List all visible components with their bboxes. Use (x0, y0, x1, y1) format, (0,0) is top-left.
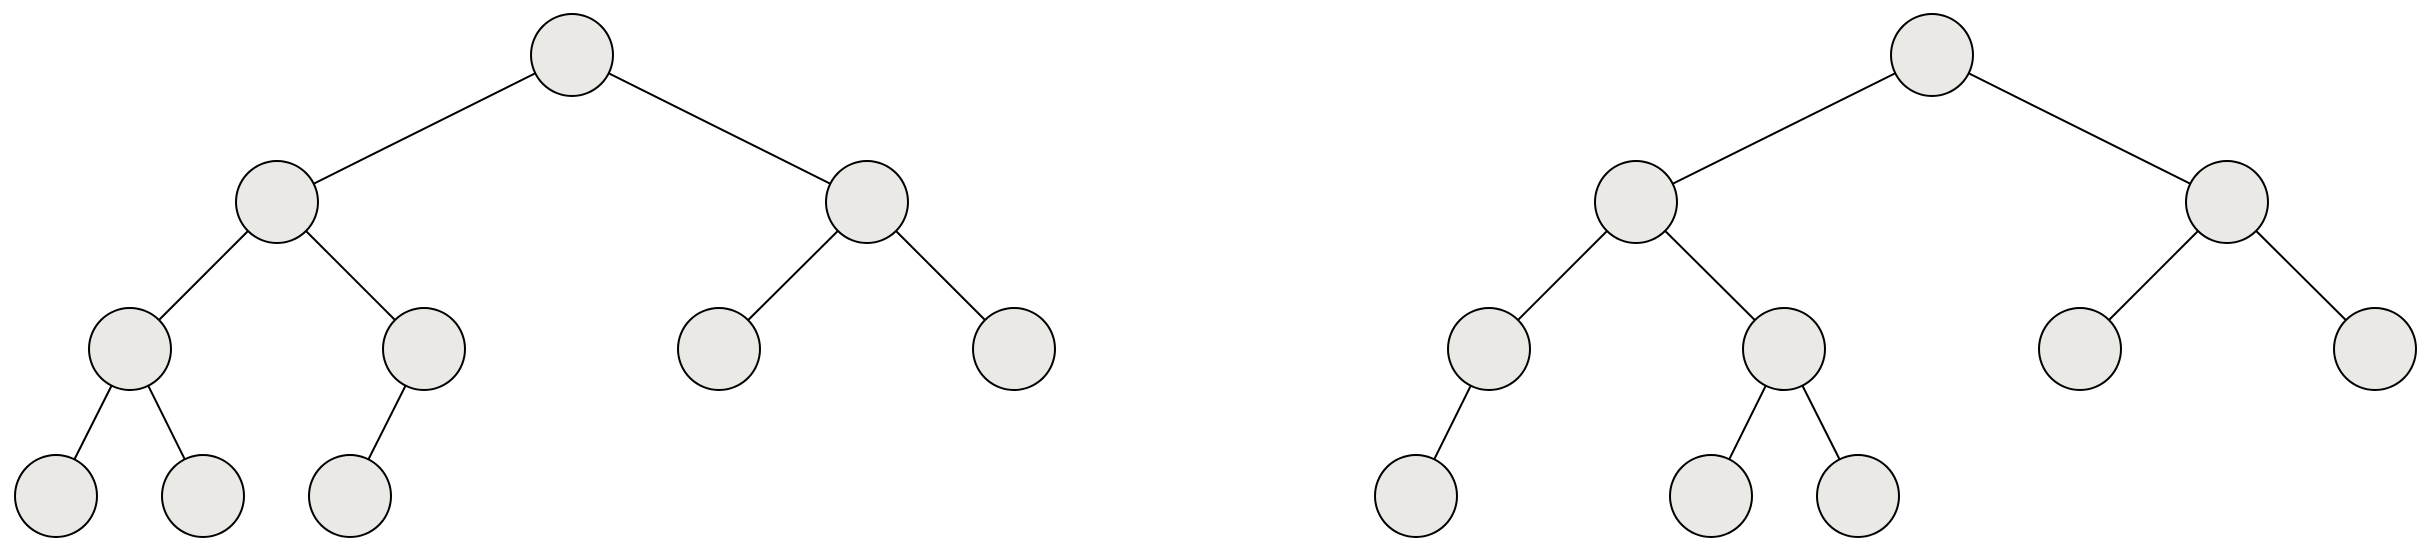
edges-layer (73, 72, 2347, 460)
right-tree-edge-c-g (2255, 230, 2347, 321)
right-tree-node-f (2038, 307, 2122, 391)
right-tree-node-d (1447, 307, 1531, 391)
left-tree-edge-c-g (895, 230, 986, 321)
right-tree-edge-b-e (1664, 230, 1756, 321)
right-tree-node-g (2333, 307, 2417, 391)
left-tree-edge-b-e (305, 230, 396, 321)
right-tree-edge-c-f (2108, 230, 2199, 321)
right-tree-edge-e-i (1728, 385, 1767, 460)
right-tree-node-i (1669, 454, 1753, 538)
left-tree-node-j (308, 454, 392, 538)
right-tree-edge-d-h (1433, 385, 1472, 460)
left-tree-edge-a-c (608, 72, 831, 185)
right-tree-node-b (1594, 160, 1678, 244)
left-tree-node-f (677, 307, 761, 391)
left-tree-node-c (825, 160, 909, 244)
right-tree-node-a (1890, 13, 1974, 97)
left-tree-edge-a-b (313, 72, 536, 185)
left-tree-node-i (161, 454, 245, 538)
left-tree-node-g (972, 307, 1056, 391)
left-tree-node-b (235, 160, 319, 244)
right-tree-node-j (1816, 454, 1900, 538)
left-tree-node-e (382, 307, 466, 391)
left-tree-node-d (88, 307, 172, 391)
right-tree-edge-e-j (1801, 385, 1841, 460)
left-tree-edge-d-i (147, 385, 186, 460)
left-tree-edge-e-j (367, 385, 407, 460)
right-tree-node-e (1742, 307, 1826, 391)
nodes-layer (14, 13, 2417, 538)
left-tree-edge-c-f (747, 230, 839, 321)
right-tree-node-h (1374, 454, 1458, 538)
left-tree-edge-b-d (158, 230, 249, 321)
left-tree-node-h (14, 454, 98, 538)
right-tree-edge-a-b (1672, 72, 1896, 185)
right-tree-edge-b-d (1517, 230, 1608, 321)
left-tree-node-a (530, 13, 614, 97)
left-tree-edge-d-h (73, 385, 113, 460)
right-tree-edge-a-c (1968, 72, 2191, 185)
right-tree-node-c (2185, 160, 2269, 244)
